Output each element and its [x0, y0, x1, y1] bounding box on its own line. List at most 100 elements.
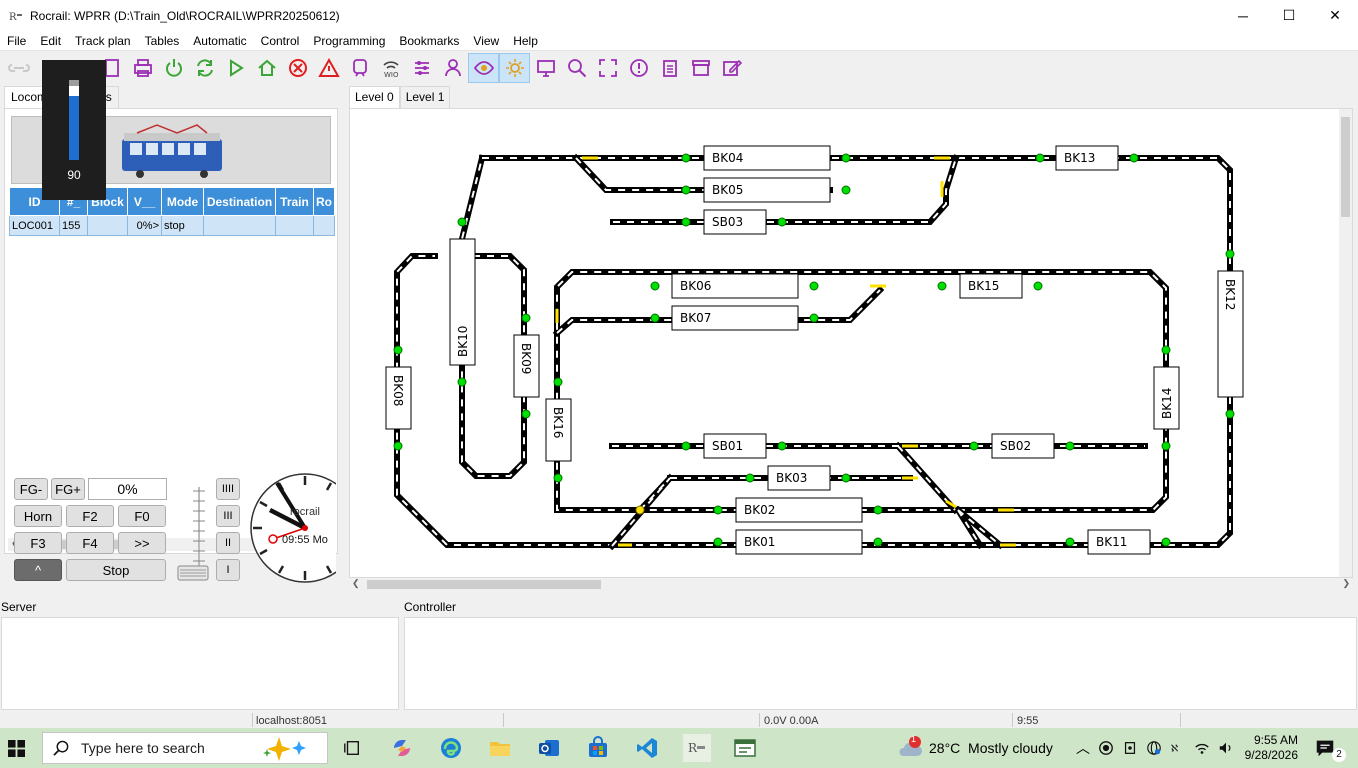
reset-button[interactable]: [189, 53, 220, 83]
day-night-button[interactable]: [499, 53, 530, 83]
power-button[interactable]: [158, 53, 189, 83]
menu-automatic[interactable]: Automatic: [193, 33, 247, 48]
gear1-button[interactable]: I: [216, 559, 240, 581]
gear4-button[interactable]: IIII: [216, 478, 240, 500]
fullscreen-button[interactable]: [592, 53, 623, 83]
col-mode[interactable]: Mode: [161, 187, 204, 216]
gear3-button[interactable]: III: [216, 505, 240, 527]
track-layout[interactable]: .rail { stroke: #000; stroke-width: 6; f…: [350, 109, 1340, 578]
wifi-tray-icon[interactable]: [1194, 740, 1210, 756]
block-bk03[interactable]: BK03: [767, 465, 831, 491]
track-plan-canvas[interactable]: .rail { stroke: #000; stroke-width: 6; f…: [349, 108, 1353, 578]
wio-button[interactable]: WIO: [375, 53, 406, 83]
col-speed[interactable]: V__: [127, 187, 162, 216]
user-button[interactable]: [437, 53, 468, 83]
go-button[interactable]: [220, 53, 251, 83]
col-destination[interactable]: Destination: [203, 187, 276, 216]
block-bk01[interactable]: BK01: [735, 529, 863, 555]
tab-level-0[interactable]: Level 0: [349, 86, 400, 108]
block-bk12[interactable]: BK12: [1217, 270, 1244, 398]
block-bk02[interactable]: BK02: [735, 497, 863, 523]
throttle-slider[interactable]: [177, 485, 209, 583]
task-view-icon[interactable]: [338, 734, 366, 762]
speed-slider-popup[interactable]: 90: [42, 60, 106, 200]
f0-button[interactable]: F0: [118, 505, 166, 527]
start-button[interactable]: [0, 728, 32, 768]
usb-device-icon[interactable]: [1122, 740, 1138, 756]
taskbar-clock[interactable]: 9:55 AM 9/28/2026: [1240, 728, 1298, 768]
search-button[interactable]: [561, 53, 592, 83]
record-icon[interactable]: [1098, 740, 1114, 756]
edit-button[interactable]: [716, 53, 747, 83]
block-bk14[interactable]: BK14: [1153, 366, 1180, 430]
plan-scroll-right-icon[interactable]: ❯: [1342, 578, 1350, 588]
block-bk06[interactable]: BK06: [671, 273, 799, 299]
f3-button[interactable]: F3: [14, 532, 62, 554]
maximize-button[interactable]: ☐: [1282, 7, 1296, 23]
taskbar-search[interactable]: Type here to search: [42, 732, 328, 764]
more-functions-button[interactable]: >>: [118, 532, 166, 554]
f4-button[interactable]: F4: [66, 532, 114, 554]
fg-plus-button[interactable]: FG+: [51, 478, 85, 500]
menu-edit[interactable]: Edit: [40, 33, 62, 48]
properties-button[interactable]: [406, 53, 437, 83]
menu-tables[interactable]: Tables: [144, 33, 180, 48]
block-bk11[interactable]: BK11: [1087, 529, 1151, 555]
menu-bookmarks[interactable]: Bookmarks: [399, 33, 460, 48]
m365-icon[interactable]: [388, 734, 416, 762]
block-bk09[interactable]: BK09: [513, 334, 540, 398]
view-toggle-button[interactable]: [468, 53, 499, 83]
col-train[interactable]: Train: [275, 187, 314, 216]
block-bk07[interactable]: BK07: [671, 305, 799, 331]
menu-help[interactable]: Help: [513, 33, 538, 48]
menu-view[interactable]: View: [473, 33, 500, 48]
plan-scroll-left-icon[interactable]: ❮: [352, 578, 360, 588]
block-sb03[interactable]: SB03: [703, 209, 767, 235]
plan-vscroll-thumb[interactable]: [1341, 117, 1350, 217]
block-sb01[interactable]: SB01: [703, 433, 767, 459]
notifications-button[interactable]: 2: [1314, 728, 1346, 768]
speaker-icon[interactable]: [1218, 740, 1234, 756]
file-explorer-icon[interactable]: [486, 734, 514, 762]
rocrail-taskbar-icon[interactable]: R: [683, 734, 711, 762]
clipboard-button[interactable]: [654, 53, 685, 83]
warning-button[interactable]: [313, 53, 344, 83]
f2-button[interactable]: F2: [66, 505, 114, 527]
col-route[interactable]: Ro: [313, 187, 335, 216]
ime-icon[interactable]: ℵ: [1170, 740, 1186, 756]
direction-button[interactable]: ^: [14, 559, 62, 581]
stop-button[interactable]: Stop: [66, 559, 166, 581]
controller-log[interactable]: [404, 617, 1357, 710]
block-bk05[interactable]: BK05: [703, 177, 831, 203]
server-log[interactable]: [1, 617, 399, 710]
table-row[interactable]: LOC001 155 0%> stop: [9, 215, 335, 236]
print-button[interactable]: [127, 53, 158, 83]
weather-widget[interactable]: 1 28°C Mostly cloudy: [897, 728, 1053, 768]
chevron-up-icon[interactable]: ︿: [1076, 740, 1090, 756]
gear2-button[interactable]: II: [216, 532, 240, 554]
block-bk10[interactable]: BK10: [449, 238, 476, 366]
block-bk08[interactable]: BK08: [385, 366, 412, 430]
block-bk13[interactable]: BK13: [1055, 145, 1119, 171]
model-clock[interactable]: rocrail 09:55 Mo: [250, 472, 360, 584]
locomotive-button[interactable]: [344, 53, 375, 83]
block-bk16[interactable]: BK16: [545, 398, 572, 462]
close-button[interactable]: ✕: [1329, 7, 1341, 23]
speed-slider-track[interactable]: [69, 80, 79, 160]
plan-horizontal-scrollbar[interactable]: ❮ ❯: [349, 578, 1353, 591]
horn-button[interactable]: Horn: [14, 505, 62, 527]
plan-hscroll-thumb[interactable]: [367, 580, 601, 589]
emergency-stop-button[interactable]: [282, 53, 313, 83]
menu-file[interactable]: File: [7, 33, 27, 48]
block-bk15[interactable]: BK15: [959, 273, 1023, 299]
outlook-icon[interactable]: [535, 734, 563, 762]
store-icon[interactable]: [584, 734, 612, 762]
connect-button[interactable]: [3, 53, 34, 83]
archive-button[interactable]: [685, 53, 716, 83]
menu-programming[interactable]: Programming: [313, 33, 386, 48]
block-sb02[interactable]: SB02: [991, 433, 1055, 459]
tab-level-1[interactable]: Level 1: [399, 86, 451, 108]
minimize-button[interactable]: ─: [1238, 7, 1248, 24]
menu-track-plan[interactable]: Track plan: [75, 33, 131, 48]
info-button[interactable]: [623, 53, 654, 83]
